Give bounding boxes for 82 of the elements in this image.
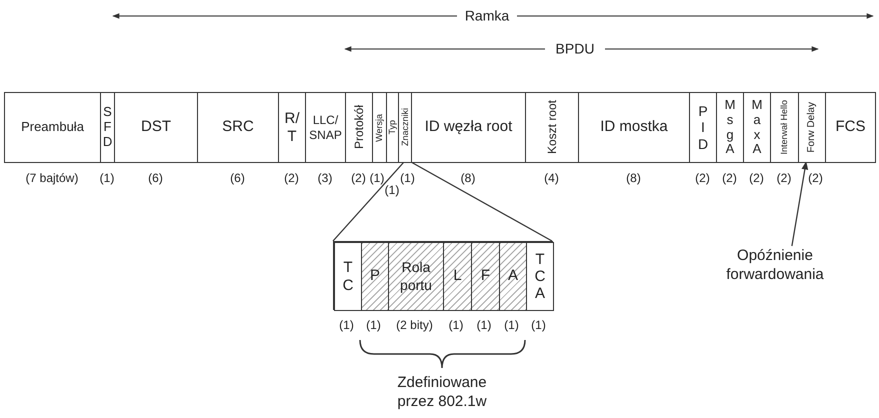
byte-count: (2) [284, 172, 299, 184]
field-label: SRC [222, 118, 254, 137]
field-label: ID węzła root [424, 118, 512, 137]
byte-count: (1) [384, 184, 400, 196]
frame-field [398, 92, 412, 163]
byte-count: (1) [400, 172, 415, 184]
field-label: Forw Delay [807, 102, 817, 153]
byte-count: (1) [100, 172, 114, 184]
field-label: Protokół [353, 105, 365, 150]
byte-count: (7 bajtów) [26, 172, 78, 184]
byte-count: (2) [749, 172, 764, 184]
byte-count: (6) [230, 172, 245, 184]
frame-field [114, 92, 198, 163]
field-label: MsgA [724, 98, 736, 158]
byte-count: (4) [544, 172, 559, 184]
frame-field [689, 92, 717, 163]
frame-field [345, 92, 373, 163]
field-label: Interwał Hello [780, 100, 789, 155]
byte-count: (2) [695, 172, 710, 184]
frame-field [471, 242, 500, 311]
field-label: ID mostka [600, 118, 668, 137]
byte-count: (3) [318, 172, 332, 184]
frame-field [443, 242, 472, 311]
byte-count: (2) [351, 172, 366, 184]
field-label: TC [342, 259, 354, 294]
byte-count: (2) [776, 172, 792, 184]
frame-field [4, 92, 101, 163]
byte-count: (2 bity) [396, 319, 433, 331]
frame-field [278, 92, 306, 163]
byte-count: (1) [339, 319, 354, 331]
expansion-line [332, 162, 404, 242]
frame-field [197, 92, 279, 163]
field-label: SFD [102, 105, 112, 150]
field-label: P [370, 267, 380, 286]
byte-count: (1) [531, 319, 546, 331]
frame-field [305, 92, 346, 163]
field-label: Wersja [375, 114, 384, 142]
byte-count: (1) [504, 319, 519, 331]
byte-count: (1) [448, 319, 464, 331]
frame-field [411, 92, 526, 163]
frame-field [388, 242, 444, 311]
field-label: L [453, 267, 462, 286]
frame-field [578, 92, 690, 163]
frame-field [716, 92, 744, 163]
frame-field [526, 242, 554, 311]
field-label: DST [141, 118, 171, 137]
field-label: Typ [388, 120, 397, 135]
field-label: Znaczniki [400, 108, 410, 146]
field-label: PID [698, 103, 708, 152]
frame-field [770, 92, 799, 163]
field-label: F [480, 267, 490, 286]
callout-text: Opóźnienie forwardowania [725, 247, 825, 285]
field-label: R/T [284, 110, 300, 145]
frame-field [499, 242, 527, 311]
frame-field [825, 92, 876, 163]
frame-field [525, 92, 579, 163]
frame-field [372, 92, 387, 163]
leader-arrow [791, 161, 808, 246]
field-label: TCA [534, 250, 546, 302]
byte-count: (1) [366, 319, 381, 331]
byte-count: (8) [626, 172, 641, 184]
expansion-line [410, 161, 552, 242]
field-label: Koszt root [546, 100, 558, 155]
field-label: MaxA [752, 98, 762, 158]
frame-field [386, 92, 399, 163]
frame-field [798, 92, 826, 163]
field-label: Preambuła [21, 119, 84, 136]
frame-field [361, 242, 389, 311]
field-label: A [508, 267, 518, 286]
field-label: LLC/ SNAP [308, 112, 343, 142]
byte-count: (1) [370, 172, 384, 184]
byte-count: (2) [808, 172, 823, 184]
byte-count: (6) [148, 172, 163, 184]
frame-field [334, 242, 362, 311]
field-label: Rola portu [399, 259, 433, 294]
byte-count: (2) [722, 172, 737, 184]
expanded-field-box [333, 241, 553, 310]
frame-field [100, 92, 115, 163]
byte-count: (8) [460, 172, 476, 184]
field-label: FCS [836, 118, 866, 137]
byte-count: (1) [476, 319, 492, 331]
frame-field [743, 92, 771, 163]
